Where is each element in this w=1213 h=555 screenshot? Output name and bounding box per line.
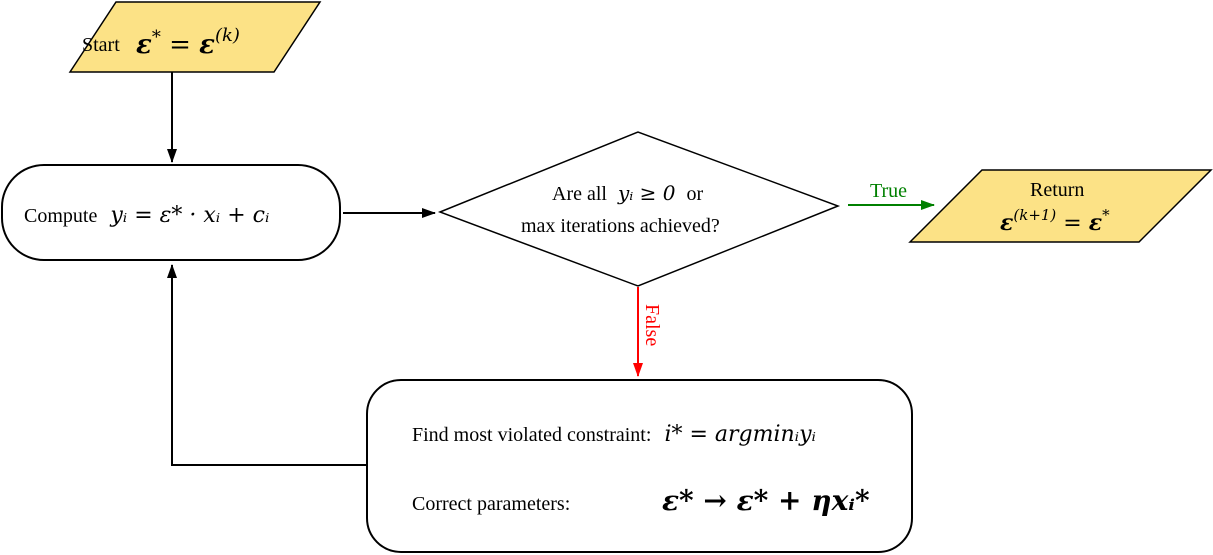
start-equals: = (161, 30, 199, 60)
return-label: Return (1030, 179, 1084, 201)
correct-argmin-math: i* = argminᵢyᵢ (664, 422, 816, 447)
edge-true-label: True (870, 180, 907, 202)
start-node-label: Start (82, 34, 120, 56)
decision-text-or: or (687, 183, 704, 205)
correct-params-text: Correct parameters: (412, 493, 570, 515)
correct-update-math: ε* → ε* + ηxᵢ* (662, 484, 870, 517)
return-equals: = (1056, 211, 1088, 236)
start-node-shape (68, 1, 322, 73)
decision-text-are-all: Are all (552, 183, 607, 205)
start-text: Start (82, 34, 120, 56)
edge-false-label: False (641, 304, 663, 346)
correct-node-shape (366, 379, 913, 553)
decision-line1: Are all yᵢ ≥ 0 or (552, 181, 704, 205)
return-k1-sup: (k+1) (1013, 206, 1056, 224)
correct-find-text: Find most violated constraint: (412, 424, 651, 446)
start-epsilon: ε (136, 30, 152, 60)
correct-line1: Find most violated constraint: i* = argm… (412, 422, 816, 447)
decision-node-shape (437, 131, 841, 287)
start-epsilon-k: ε (199, 30, 215, 60)
correct-line2: Correct parameters: (412, 493, 570, 515)
return-epsilon-star: ε (1089, 210, 1102, 236)
start-k-sup: (k) (215, 25, 240, 46)
decision-line2: max iterations achieved? (521, 215, 720, 237)
start-star: * (152, 27, 161, 48)
decision-math: yᵢ ≥ 0 (617, 181, 676, 205)
compute-text: Compute (24, 205, 97, 227)
edge-correct-to-compute (167, 264, 366, 466)
return-node-shape (908, 169, 1213, 243)
compute-node-label: Compute yᵢ = ε* · xᵢ + cᵢ (24, 203, 269, 228)
start-node-math: ε* = ε(k) (136, 25, 240, 60)
compute-node-shape (1, 164, 341, 261)
compute-math: yᵢ = ε* · xᵢ + cᵢ (109, 203, 269, 228)
return-star-sup: * (1102, 206, 1110, 224)
return-epsilon: ε (1000, 210, 1013, 236)
return-math: ε(k+1) = ε* (1000, 206, 1110, 236)
